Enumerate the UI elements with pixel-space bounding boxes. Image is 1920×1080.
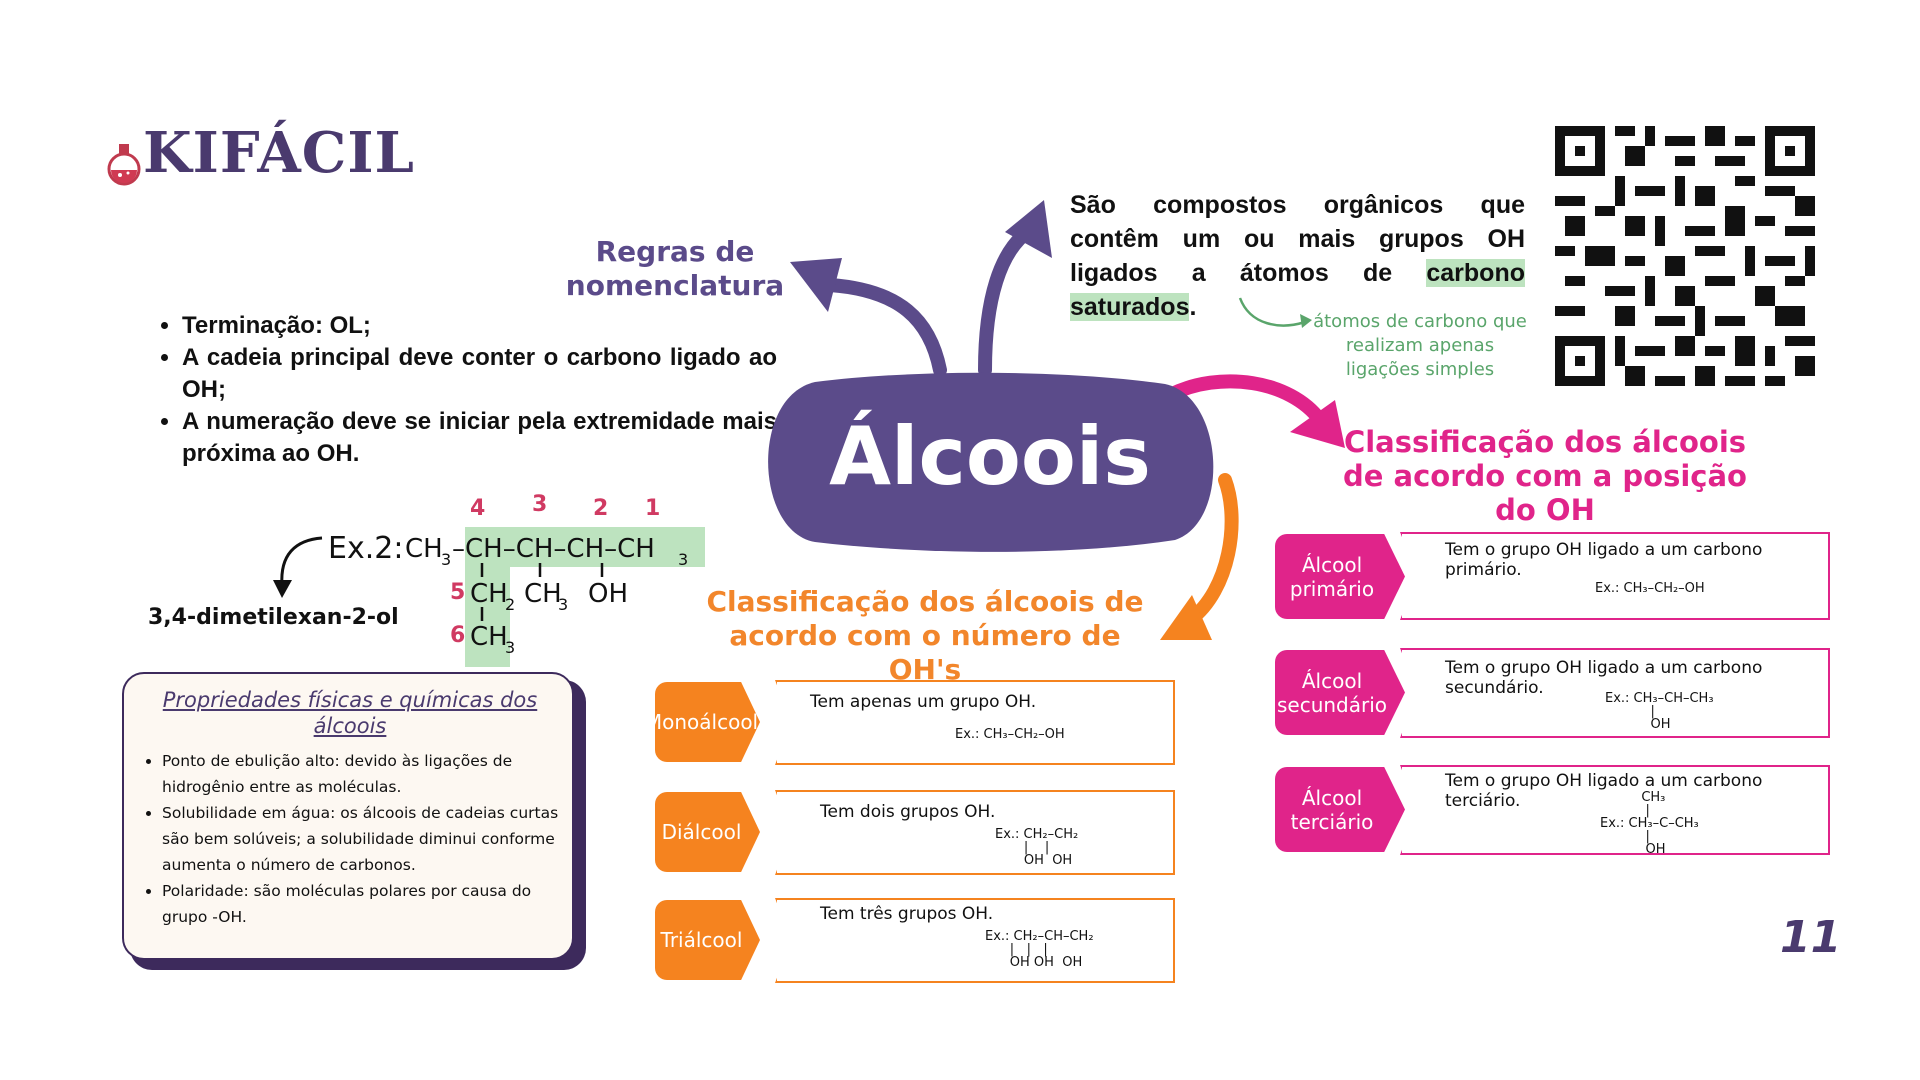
properties-panel [122, 672, 574, 960]
svg-text:3: 3 [678, 550, 688, 569]
description-card [775, 680, 1175, 765]
page-title: Álcoois [829, 410, 1151, 503]
logo-text: KIFÁCIL [143, 120, 415, 186]
example-label: Ex.2: [328, 531, 404, 566]
tag-trialcool: Triálcool [655, 900, 760, 980]
carbon-number: 1 [645, 496, 660, 521]
description-card [775, 790, 1175, 875]
svg-text:CH: CH [405, 534, 443, 564]
rule-item: Terminação: OL; [182, 310, 777, 342]
description-card [775, 898, 1175, 983]
description-text: Tem apenas um grupo OH. [810, 692, 1037, 712]
example-formula: Ex.: CH₂–CH–CH₂ | | | OH OH OH [985, 929, 1094, 970]
svg-text:CH: CH [470, 579, 508, 609]
definition-text-end: . [1189, 293, 1197, 321]
title-blob [768, 372, 1214, 552]
example-formula: Ex.: CH₃–CH₂–OH [1595, 581, 1705, 596]
description-text: Tem dois grupos OH. [820, 802, 996, 822]
example-formula: Ex.: CH₃–CH–CH₃ | OH [1605, 691, 1714, 732]
rule-item: A cadeia principal deve conter o carbono… [182, 342, 777, 406]
nomenclature-heading: Regras de nomenclatura [565, 235, 785, 302]
svg-text:CH: CH [524, 579, 562, 609]
description-text: Tem o grupo OH ligado a um carbono primá… [1445, 540, 1763, 580]
example-formula: Ex.: CH₂–CH₂ | | OH OH [995, 827, 1079, 868]
carbon-number: 4 [470, 496, 485, 521]
example-formula: Ex.: CH₃–CH₂–OH [955, 727, 1065, 742]
svg-text:3: 3 [441, 550, 451, 569]
carbon-number: 3 [532, 492, 547, 517]
properties-list: Ponto de ebulição alto: devido às ligaçõ… [140, 748, 572, 930]
svg-text:–CH–CH–CH–CH: –CH–CH–CH–CH [452, 534, 655, 564]
example-formula: CH₃ | Ex.: CH₃–C–CH₃ | OH [1600, 790, 1699, 857]
carbon-number: 5 [450, 580, 465, 605]
class-row-trialcool: Triálcool Tem três grupos OH. Ex.: CH₂–C… [655, 898, 1175, 983]
description-text: Tem o grupo OH ligado a um carbono secun… [1445, 658, 1763, 698]
description-text: Tem três grupos OH. [820, 904, 994, 924]
qr-code [1555, 126, 1815, 386]
description-text: Tem o grupo OH ligado a um carbono terci… [1445, 771, 1763, 811]
class-row-dialcool: Diálcool Tem dois grupos OH. Ex.: CH₂–CH… [655, 790, 1175, 875]
flask-icon [107, 144, 141, 186]
property-item: Polaridade: são moléculas polares por ca… [162, 878, 572, 930]
tag-primario: Álcool primário [1275, 534, 1405, 619]
properties-title: Propriedades físicas e químicas dos álco… [162, 688, 538, 738]
page-number: 11 [1780, 912, 1842, 963]
example-iupac-name: 3,4-dimetilexan-2-ol [148, 605, 399, 630]
description-card [1400, 765, 1830, 855]
description-card [1400, 648, 1830, 738]
classification-position-heading: Classificação dos álcoois de acordo com … [1343, 425, 1747, 527]
classification-number-heading: Classificação dos álcoois de acordo com … [706, 585, 1144, 686]
class-row-terciario: Álcool terciário Tem o grupo OH ligado a… [1275, 765, 1830, 857]
tag-terciario: Álcool terciário [1275, 767, 1405, 852]
class-row-monoalcool: Monoálcool Tem apenas um grupo OH. Ex.: … [655, 680, 1175, 765]
definition-text: São compostos orgânicos que contêm um ou… [1070, 188, 1525, 324]
svg-text:2: 2 [505, 595, 515, 614]
saturated-carbon-note: átomos de carbono que realizam apenas li… [1313, 311, 1527, 380]
tag-dialcool: Diálcool [655, 792, 760, 872]
carbon-number: 6 [450, 623, 465, 648]
tag-monoalcool: Monoálcool [655, 682, 760, 762]
definition-text-start: São compostos orgânicos que contêm um ou… [1070, 191, 1525, 287]
svg-text:OH: OH [588, 579, 628, 609]
rule-item: A numeração deve se iniciar pela extremi… [182, 406, 777, 470]
carbon-number: 2 [593, 496, 608, 521]
property-item: Ponto de ebulição alto: devido às ligaçõ… [162, 748, 572, 800]
svg-text:CH: CH [470, 622, 508, 652]
class-row-secundario: Álcool secundário Tem o grupo OH ligado … [1275, 648, 1830, 738]
property-item: Solubilidade em água: os álcoois de cade… [162, 800, 572, 878]
logo: KIFÁCIL [105, 112, 414, 202]
class-row-primario: Álcool primário Tem o grupo OH ligado a … [1275, 532, 1830, 620]
svg-text:3: 3 [505, 638, 515, 657]
structural-formula: CH3–CH–CH–CH–CH 3 CH2 CH3 OH CH3 4 3 2 1… [405, 492, 705, 667]
svg-text:3: 3 [558, 595, 568, 614]
nomenclature-rules: Terminação: OL; A cadeia principal deve … [150, 310, 777, 470]
tag-secundario: Álcool secundário [1275, 650, 1405, 735]
